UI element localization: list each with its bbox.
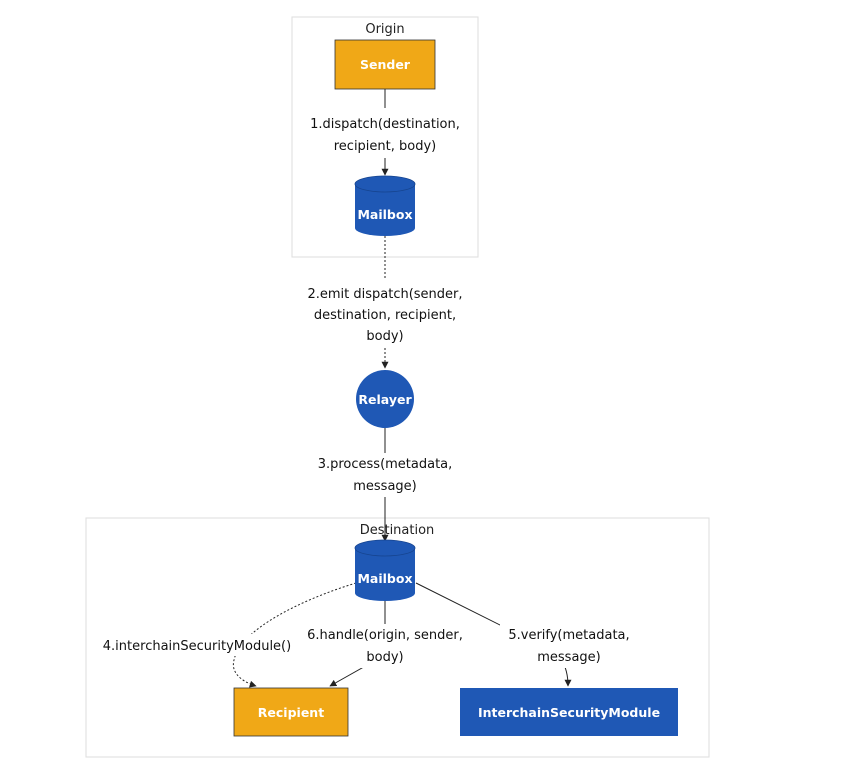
sender-box xyxy=(334,39,436,90)
edge-label-emit-line-3: body) xyxy=(366,329,403,344)
edge-label-dispatch-line-1: 1.dispatch(destination, xyxy=(310,117,460,132)
label-bg-ism-query xyxy=(102,634,294,656)
recipient-box xyxy=(233,687,349,737)
sender-label: Sender xyxy=(360,57,411,72)
mailbox-origin-cylinder-top xyxy=(354,175,416,193)
edge-label-process-line-2: message) xyxy=(353,479,417,494)
mailbox-origin-label: Mailbox xyxy=(357,207,412,222)
relayer-label: Relayer xyxy=(358,392,412,407)
sender-node: Sender xyxy=(334,39,436,90)
ism-label: InterchainSecurityModule xyxy=(478,705,660,720)
mailbox-destination-label: Mailbox xyxy=(357,571,412,586)
relayer-circle xyxy=(356,370,414,428)
mailbox-destination-node: Mailbox xyxy=(354,539,416,601)
label-bg-handle xyxy=(302,624,468,668)
mailbox-destination-cylinder-body xyxy=(355,548,415,601)
edge-label-ism-query: 4.interchainSecurityModule() xyxy=(103,639,291,654)
edge-label-handle-line-1: 6.handle(origin, sender, xyxy=(307,628,463,643)
recipient-label: Recipient xyxy=(258,705,324,720)
label-bg-dispatch xyxy=(300,108,472,158)
recipient-node: Recipient xyxy=(233,687,349,737)
label-bg-process xyxy=(310,453,460,497)
edge-labels: 1.dispatch(destination, recipient, body)… xyxy=(102,108,638,668)
label-bg-verify xyxy=(500,624,638,668)
origin-cluster-title: Origin xyxy=(365,22,404,37)
mailbox-destination-cylinder-top xyxy=(354,539,416,557)
ism-box xyxy=(460,688,678,736)
mailbox-origin-cylinder-body xyxy=(355,184,415,236)
edge-label-verify-line-2: message) xyxy=(537,650,601,665)
edge-label-process-line-1: 3.process(metadata, xyxy=(318,457,453,472)
label-bg-emit xyxy=(300,280,472,346)
mailbox-origin-node: Mailbox xyxy=(354,175,416,236)
relayer-node: Relayer xyxy=(356,370,414,428)
destination-cluster-title: Destination xyxy=(360,523,435,538)
edge-label-emit-line-1: 2.emit dispatch(sender, xyxy=(307,287,462,302)
edge-label-verify-line-1: 5.verify(metadata, xyxy=(508,628,629,643)
edge-label-handle-line-2: body) xyxy=(366,650,403,665)
edge-label-dispatch-line-2: recipient, body) xyxy=(334,139,437,154)
edge-label-emit-line-2: destination, recipient, xyxy=(314,308,456,323)
ism-node: InterchainSecurityModule xyxy=(460,688,678,736)
